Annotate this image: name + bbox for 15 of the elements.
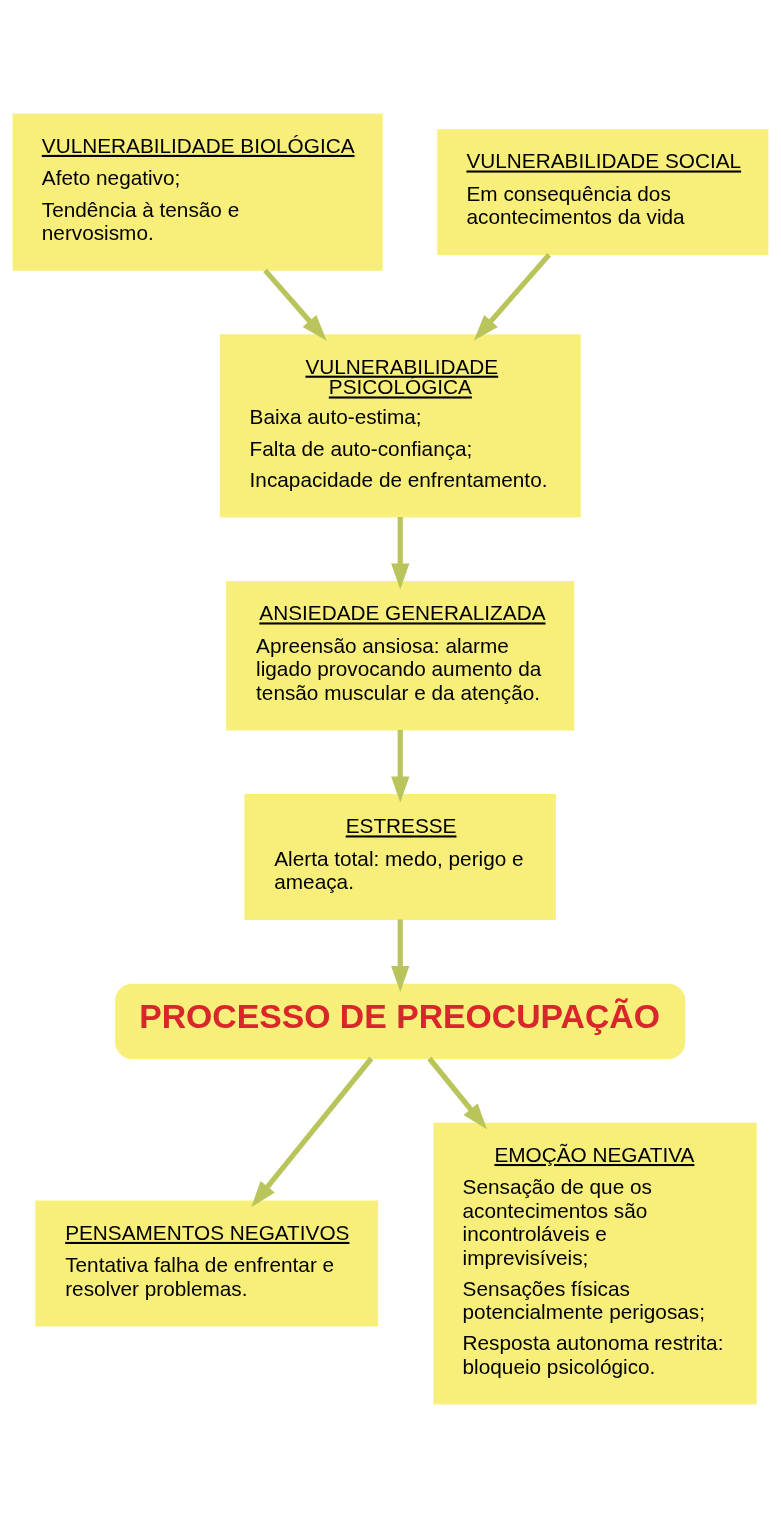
arrow [263, 268, 327, 341]
node-box: VULNERABILIDADE BIOLÓGICA Afeto negativo; Tendência à tensão e nervosismo. [12, 113, 383, 271]
arrow [391, 919, 410, 992]
node-box: EMOÇÃO NEGATIVA Sensação de que os acontecimentos são incontroláveis e imprevisíveis; Sensações físicas potencialmente perigosas; Resposta autonoma restrita: bloqueio psicológico. [433, 1122, 757, 1404]
arrow [391, 729, 410, 802]
node-box: ESTRESSE Alerta total: medo, perigo e ameaça. [244, 793, 557, 920]
node-box: PROCESSO DE PREOCUPAÇÃO [115, 983, 686, 1059]
node-box: VULNERABILIDADE SOCIAL Em consequência dos acontecimentos da vida [437, 128, 769, 255]
node-box: PENSAMENTOS NEGATIVOS Tentativa falha de enfrentar e resolver problemas. [35, 1200, 379, 1327]
node-box: VULNERABILIDADE PSICOLÓGICA Baixa auto-estima; Falta de auto-confiança; Incapacidade de enfrentamento. [219, 333, 581, 517]
arrow [391, 516, 410, 590]
arrow [427, 1056, 487, 1129]
arrow [251, 1056, 374, 1207]
arrow [473, 252, 552, 341]
node-box: ANSIEDADE GENERALIZADA Apreensão ansiosa: alarme ligado provocando aumento da tensão muscular e da atenção. [226, 580, 575, 730]
